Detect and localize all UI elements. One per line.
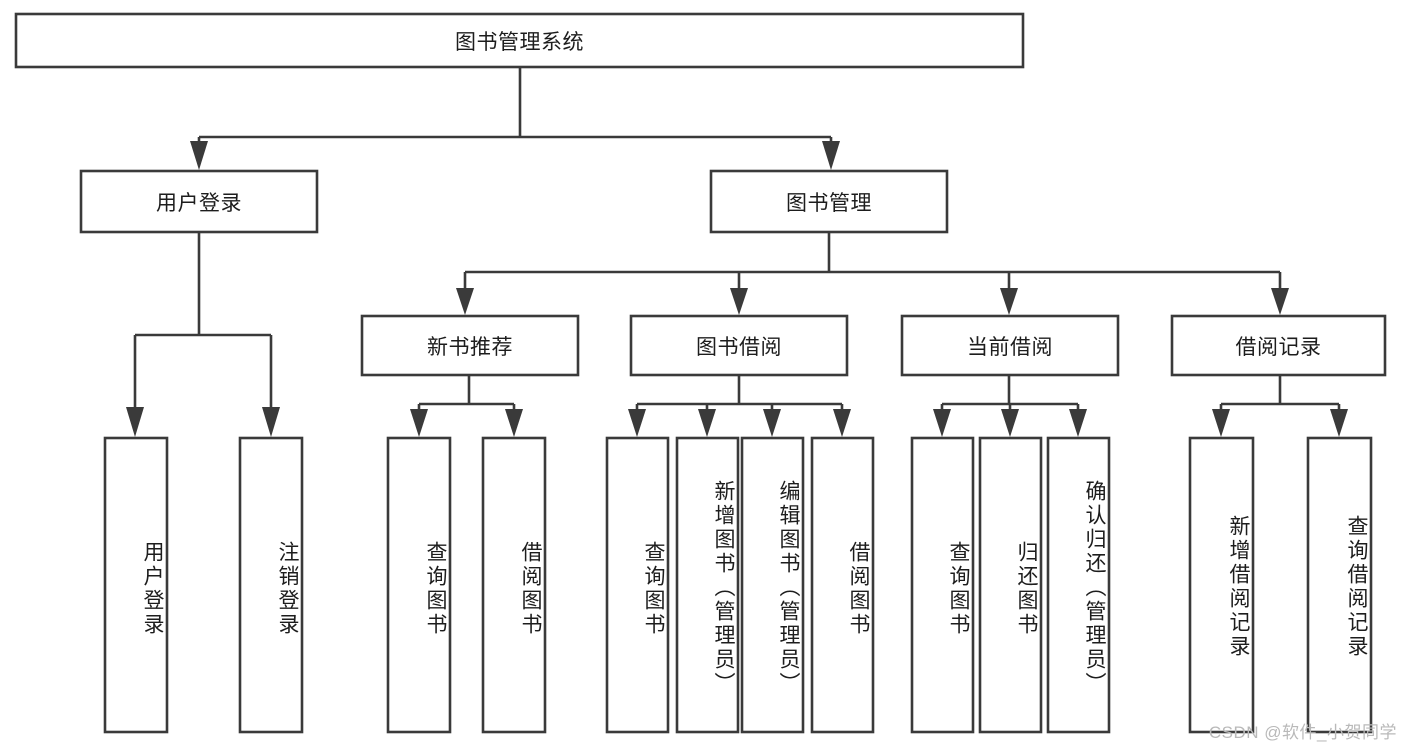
node-box-leaf-logout-login[interactable] (238, 436, 304, 734)
arrow-head-leaf-confirm-return-admin (1069, 409, 1087, 437)
node-box-leaf-query-borrow-record[interactable] (1306, 436, 1373, 734)
arrow-head-new-book-recommend (456, 288, 474, 315)
arrow-head-leaf-query-book-1 (410, 409, 428, 437)
edge-group-user-login-to-leaves (126, 232, 280, 437)
node-box-book-borrow[interactable] (629, 314, 849, 377)
arrow-head-borrow-record (1271, 288, 1289, 315)
node-box-leaf-add-borrow-record[interactable] (1188, 436, 1255, 734)
node-box-book-manage[interactable] (709, 169, 949, 234)
arrow-head-leaf-logout-login (262, 407, 280, 437)
arrow-head-leaf-query-book-3 (933, 409, 951, 437)
arrow-head-book-manage (822, 141, 840, 170)
arrow-head-user-login (190, 141, 208, 170)
node-box-current-borrow[interactable] (900, 314, 1120, 377)
node-box-leaf-user-login[interactable] (103, 436, 169, 734)
node-box-root[interactable] (14, 12, 1025, 69)
arrow-head-leaf-query-book-2 (628, 409, 646, 437)
node-box-user-login[interactable] (79, 169, 319, 234)
node-box-borrow-record[interactable] (1170, 314, 1387, 377)
arrow-head-leaf-user-login (126, 407, 144, 437)
arrow-head-leaf-query-borrow-record (1330, 409, 1348, 437)
edge-group-current-borrow-to-leaves (933, 375, 1087, 437)
node-box-leaf-query-book-3[interactable] (910, 436, 975, 734)
arrow-head-leaf-add-book-admin (698, 409, 716, 437)
node-box-leaf-query-book-2[interactable] (605, 436, 670, 734)
arrow-head-leaf-return-book (1001, 409, 1019, 437)
edge-group-root-to-level2 (190, 67, 840, 170)
edge-group-borrow-record-to-leaves (1212, 375, 1348, 437)
arrow-head-leaf-borrow-book-2 (833, 409, 851, 437)
edge-group-book-manage-to-level3 (456, 232, 1289, 315)
node-box-leaf-edit-book-admin[interactable] (740, 436, 805, 734)
edge-group-book-borrow-to-leaves (628, 375, 851, 437)
arrow-head-leaf-edit-book-admin (763, 409, 781, 437)
edge-group-new-book-recommend-to-leaves (410, 375, 523, 437)
node-box-leaf-borrow-book-2[interactable] (810, 436, 875, 734)
node-box-leaf-return-book[interactable] (978, 436, 1043, 734)
arrow-head-current-borrow (1000, 288, 1018, 315)
node-box-leaf-borrow-book-1[interactable] (481, 436, 547, 734)
node-box-leaf-add-book-admin[interactable] (675, 436, 740, 734)
arrow-head-leaf-borrow-book-1 (505, 409, 523, 437)
node-box-new-book-recommend[interactable] (360, 314, 580, 377)
node-box-leaf-query-book-1[interactable] (386, 436, 452, 734)
arrow-head-leaf-add-borrow-record (1212, 409, 1230, 437)
node-box-leaf-confirm-return-admin[interactable] (1046, 436, 1111, 734)
arrow-head-book-borrow (730, 288, 748, 315)
